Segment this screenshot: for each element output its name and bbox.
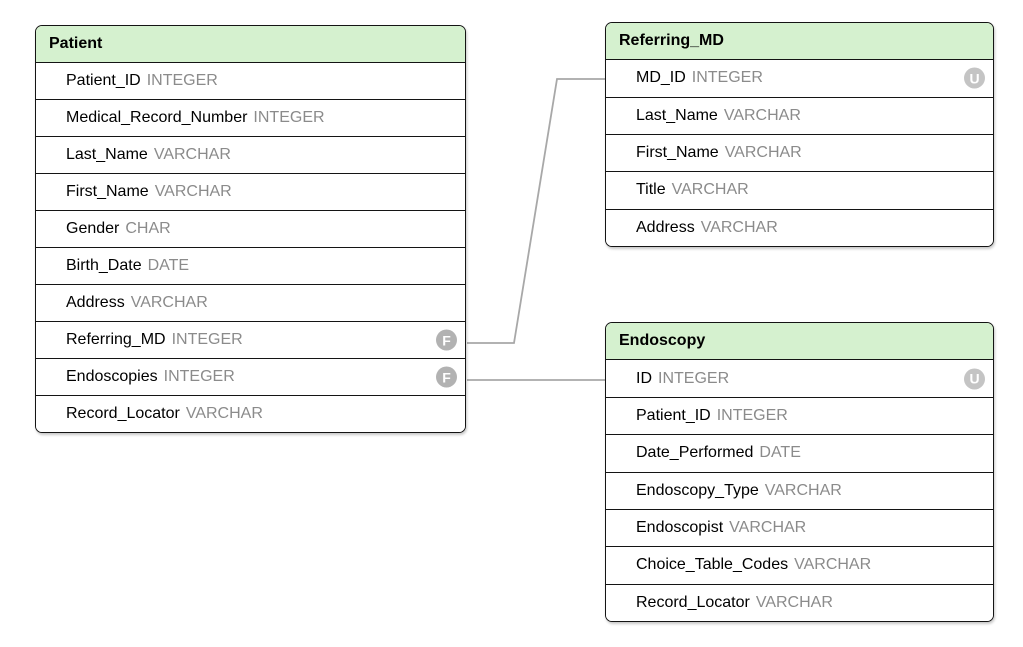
field-name: MD_ID bbox=[636, 69, 686, 87]
field-name: Address bbox=[636, 218, 695, 236]
field-type: VARCHAR bbox=[755, 593, 833, 611]
field-name: Birth_Date bbox=[66, 257, 142, 274]
field-type: VARCHAR bbox=[153, 146, 231, 163]
table-title: Patient bbox=[49, 35, 103, 52]
field-type: VARCHAR bbox=[764, 481, 842, 499]
field-name: Medical_Record_Number bbox=[66, 109, 248, 126]
field-type: INTEGER bbox=[716, 406, 788, 424]
field-type: INTEGER bbox=[253, 109, 325, 126]
field-type: VARCHAR bbox=[729, 519, 807, 537]
field-type: VARCHAR bbox=[794, 556, 872, 574]
table-row[interactable]: Last_Name VARCHAR bbox=[36, 136, 465, 173]
table-row[interactable]: Address VARCHAR bbox=[606, 208, 993, 246]
table-row[interactable]: Birth_Date DATE bbox=[36, 247, 465, 284]
field-name: Choice_Table_Codes bbox=[636, 556, 789, 574]
field-type: VARCHAR bbox=[723, 106, 801, 124]
table-row[interactable]: Endoscopy_Type VARCHAR bbox=[606, 471, 993, 509]
table-header[interactable]: Endoscopy bbox=[606, 323, 993, 360]
table-row[interactable]: Gender CHAR bbox=[36, 210, 465, 247]
table-endoscopy[interactable]: Endoscopy ID INTEGER U Patient_ID INTEGER Dat… bbox=[605, 322, 994, 622]
field-type: INTEGER bbox=[691, 69, 763, 87]
field-type: VARCHAR bbox=[724, 144, 802, 162]
table-row[interactable]: Referring_MD INTEGER F bbox=[36, 321, 465, 358]
field-name: Endoscopy_Type bbox=[636, 481, 759, 499]
table-row[interactable]: Patient_ID INTEGER bbox=[606, 396, 993, 435]
field-name: Last_Name bbox=[66, 146, 148, 163]
table-row[interactable]: Choice_Table_Codes VARCHAR bbox=[606, 546, 993, 584]
field-name: Record_Locator bbox=[636, 593, 750, 611]
field-name: Gender bbox=[66, 220, 120, 237]
table-title: Referring_MD bbox=[619, 32, 724, 50]
table-row[interactable]: Address VARCHAR bbox=[36, 284, 465, 321]
table-row[interactable]: Patient_ID INTEGER bbox=[36, 62, 465, 99]
field-type: DATE bbox=[759, 444, 801, 462]
table-row[interactable]: Date_Performed DATE bbox=[606, 434, 993, 472]
field-name: First_Name bbox=[66, 183, 149, 200]
foreign-key-icon: F bbox=[436, 329, 457, 351]
field-name: Last_Name bbox=[636, 106, 718, 124]
table-row[interactable]: MD_ID INTEGER U bbox=[606, 59, 993, 97]
field-type: VARCHAR bbox=[671, 181, 749, 199]
field-type: INTEGER bbox=[163, 368, 235, 385]
field-type: CHAR bbox=[125, 220, 171, 237]
table-row[interactable]: ID INTEGER U bbox=[606, 359, 993, 397]
table-row[interactable]: Record_Locator VARCHAR bbox=[36, 395, 465, 432]
field-name: Patient_ID bbox=[636, 406, 711, 424]
table-row[interactable]: Endoscopies INTEGER F bbox=[36, 358, 465, 395]
field-type: VARCHAR bbox=[185, 405, 263, 422]
field-type: VARCHAR bbox=[130, 294, 208, 311]
field-type: VARCHAR bbox=[154, 183, 232, 200]
foreign-key-icon: F bbox=[436, 366, 457, 388]
table-header[interactable]: Patient bbox=[36, 26, 465, 62]
field-name: Address bbox=[66, 294, 125, 311]
unique-key-icon: U bbox=[964, 67, 985, 89]
table-row[interactable]: First_Name VARCHAR bbox=[606, 133, 993, 172]
field-name: Title bbox=[636, 181, 666, 199]
table-row[interactable]: Medical_Record_Number INTEGER bbox=[36, 99, 465, 136]
table-row[interactable]: Title VARCHAR bbox=[606, 171, 993, 209]
field-name: First_Name bbox=[636, 144, 719, 162]
field-name: Referring_MD bbox=[66, 331, 166, 348]
field-type: DATE bbox=[147, 257, 190, 274]
field-name: Record_Locator bbox=[66, 405, 180, 422]
table-row[interactable]: Record_Locator VARCHAR bbox=[606, 583, 993, 621]
field-type: VARCHAR bbox=[700, 218, 778, 236]
field-type: INTEGER bbox=[658, 369, 730, 387]
field-type: INTEGER bbox=[171, 331, 243, 348]
table-row[interactable]: First_Name VARCHAR bbox=[36, 173, 465, 210]
table-header[interactable]: Referring_MD bbox=[606, 23, 993, 60]
field-type: INTEGER bbox=[146, 72, 218, 89]
unique-key-icon: U bbox=[964, 368, 985, 390]
field-name: Patient_ID bbox=[66, 72, 141, 89]
table-row[interactable]: Last_Name VARCHAR bbox=[606, 96, 993, 134]
field-name: Date_Performed bbox=[636, 444, 754, 462]
relation-patient-referring-md[interactable] bbox=[467, 78, 607, 344]
table-row[interactable]: Endoscopist VARCHAR bbox=[606, 508, 993, 547]
table-title: Endoscopy bbox=[619, 332, 706, 350]
field-name: Endoscopies bbox=[66, 368, 158, 385]
field-name: Endoscopist bbox=[636, 519, 724, 537]
field-name: ID bbox=[636, 369, 652, 387]
